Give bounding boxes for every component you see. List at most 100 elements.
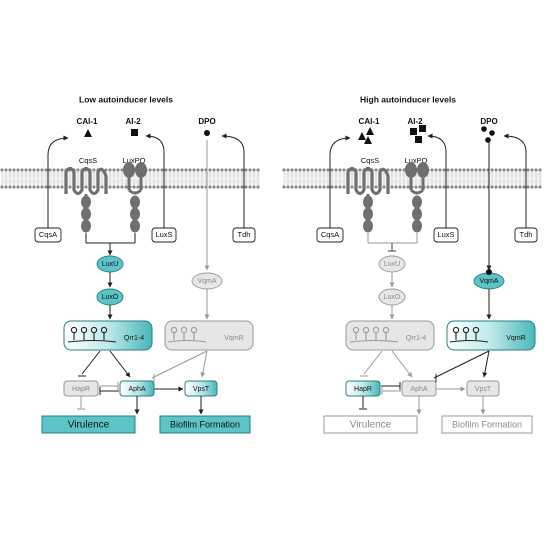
- ai2-square-icon: [131, 129, 138, 136]
- luxs-box-label: LuxS: [437, 230, 454, 239]
- cai1-triangle-icon: [358, 132, 366, 140]
- lipid-head: [418, 185, 422, 189]
- lipid-head: [0, 168, 4, 172]
- lipid-head: [478, 185, 482, 189]
- lipid-head: [188, 168, 192, 172]
- luxu-label: LuxU: [384, 261, 400, 268]
- lipid-head: [478, 168, 482, 172]
- rna-hairpin-loop: [180, 326, 188, 334]
- virulence-box: [323, 415, 418, 434]
- lipid-head: [466, 168, 470, 172]
- cai1-triangle-icon: [366, 127, 374, 135]
- ai2-square-icon: [415, 136, 422, 143]
- lipid-head: [462, 168, 466, 172]
- lipid-head: [490, 168, 494, 172]
- tdh-to-dpo-arrow: [221, 133, 245, 228]
- luxpq-label: LuxPQ: [405, 156, 428, 165]
- lipid-head: [330, 168, 334, 172]
- lipid-head: [160, 185, 164, 189]
- vqmr-label: VqmR: [224, 335, 243, 342]
- lipid-head: [374, 168, 378, 172]
- luxq-domain: [417, 162, 429, 178]
- lipid-head: [60, 168, 64, 172]
- lipid-head: [330, 185, 334, 189]
- lipid-head: [286, 185, 290, 189]
- lipid-head: [76, 168, 80, 172]
- lipid-head: [224, 185, 228, 189]
- vqmr-to-vpst: [200, 350, 208, 378]
- lipid-head: [530, 168, 534, 172]
- lipid-head: [334, 168, 338, 172]
- lipid-head: [36, 168, 40, 172]
- lipid-head: [248, 185, 252, 189]
- vqmr-box: [446, 320, 536, 351]
- lipid-head: [180, 168, 184, 172]
- apha-box-label: AphA: [128, 386, 145, 393]
- lipid-head: [16, 168, 20, 172]
- lipid-head: [32, 185, 36, 189]
- luxpq-domain: [412, 207, 422, 221]
- lipid-head: [522, 185, 526, 189]
- virulence-box-label: Virulence: [350, 420, 392, 431]
- lipid-head: [358, 185, 362, 189]
- lipid-head: [148, 185, 152, 189]
- lipid-head: [56, 185, 60, 189]
- lipid-head: [414, 185, 418, 189]
- cqss-domain: [81, 195, 91, 209]
- lipid-head: [286, 168, 290, 172]
- lipid-head: [108, 185, 112, 189]
- lipid-head: [298, 168, 302, 172]
- lipid-head: [92, 185, 96, 189]
- lipid-head: [28, 185, 32, 189]
- lipid-head: [216, 168, 220, 172]
- lipid-head: [290, 168, 294, 172]
- lipid-head: [44, 185, 48, 189]
- lipid-head: [342, 185, 346, 189]
- luxpq-domain: [130, 195, 140, 209]
- luxpq-domain: [412, 219, 422, 233]
- lipid-head: [438, 168, 442, 172]
- lipid-head: [334, 185, 338, 189]
- lipid-head: [180, 185, 184, 189]
- cqss-domain: [81, 207, 91, 221]
- lipid-head: [28, 168, 32, 172]
- lipid-head: [44, 168, 48, 172]
- lipid-head: [116, 185, 120, 189]
- lipid-head: [326, 168, 330, 172]
- hapr-box-label: HapR: [72, 386, 90, 393]
- lipid-head: [398, 185, 402, 189]
- lipid-head: [446, 185, 450, 189]
- lipid-head: [56, 168, 60, 172]
- cai1-triangle-icon: [84, 129, 92, 137]
- lipid-head: [176, 185, 180, 189]
- lipid-head: [120, 185, 124, 189]
- lipid-head: [112, 185, 116, 189]
- lipid-head: [406, 185, 410, 189]
- lipid-head: [358, 168, 362, 172]
- dpo-dot-icon: [485, 137, 491, 143]
- lipid-head: [322, 185, 326, 189]
- lipid-head: [156, 185, 160, 189]
- lipid-head: [322, 168, 326, 172]
- lipid-head: [338, 185, 342, 189]
- lipid-head: [342, 168, 346, 172]
- lipid-head: [442, 168, 446, 172]
- lipid-head: [172, 168, 176, 172]
- lipid-head: [156, 168, 160, 172]
- vqmr-inhibits-apha: [433, 350, 490, 379]
- lipid-head: [20, 185, 24, 189]
- lipid-head: [164, 185, 168, 189]
- luxq-domain: [135, 162, 147, 178]
- luxo-label: LuxO: [102, 294, 119, 301]
- rna-hairpin-loop: [80, 326, 88, 334]
- cai1-label: CAI-1: [77, 117, 98, 126]
- apha-box-label: AphA: [410, 386, 427, 393]
- lipid-head: [470, 168, 474, 172]
- lipid-head: [200, 185, 204, 189]
- lipid-head: [124, 185, 128, 189]
- lipid-head: [506, 168, 510, 172]
- lipid-head: [294, 168, 298, 172]
- lipid-head: [52, 185, 56, 189]
- tdh-box-label: Tdh: [520, 230, 533, 239]
